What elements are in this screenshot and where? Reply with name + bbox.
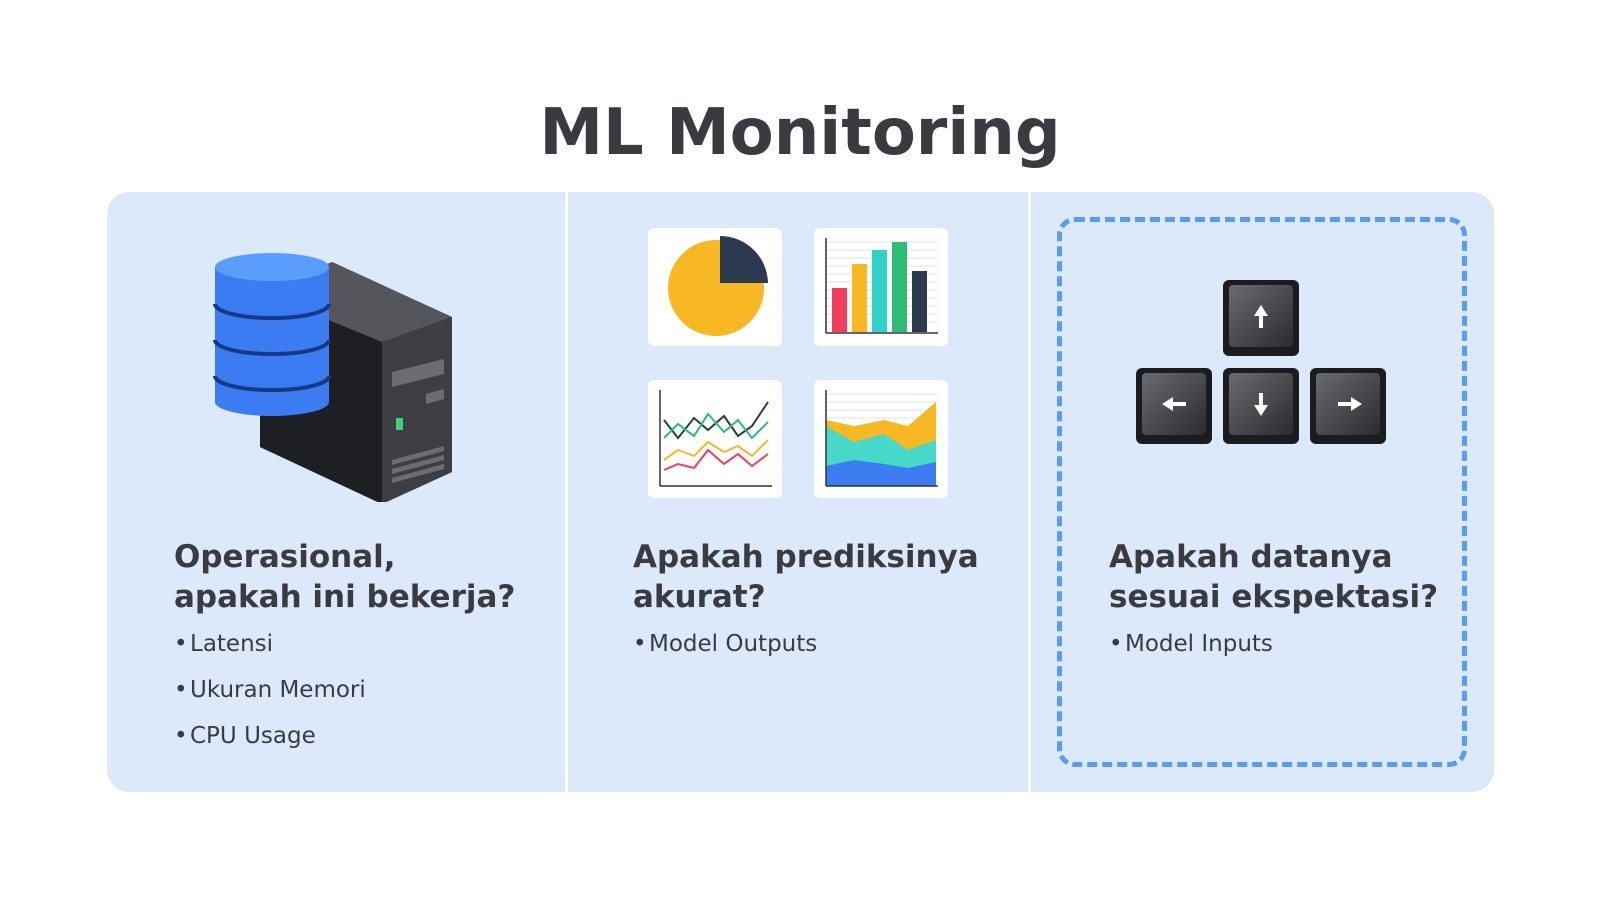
heading-line: sesuai ekspektasi? bbox=[1109, 579, 1439, 615]
list-item: •Ukuran Memori bbox=[174, 677, 366, 703]
panel-heading: Apakah datanya sesuai ekspektasi? bbox=[1109, 537, 1489, 617]
panel-inputs: Apakah datanya sesuai ekspektasi? •Model… bbox=[1031, 192, 1494, 792]
bullet-list: •Model Outputs bbox=[633, 630, 817, 676]
bar-chart-icon bbox=[814, 228, 948, 346]
page-title: ML Monitoring bbox=[539, 96, 1061, 170]
list-item: •CPU Usage bbox=[174, 723, 316, 749]
panel-heading: Apakah prediksinya akurat? bbox=[633, 537, 1013, 617]
server-database-icon bbox=[212, 222, 472, 504]
bullet-list: •Latensi •Ukuran Memori •CPU Usage bbox=[174, 630, 366, 768]
charts-icon bbox=[648, 228, 948, 498]
pie-chart-icon bbox=[648, 228, 782, 346]
area-chart-icon bbox=[814, 380, 948, 498]
arrow-right-key-icon bbox=[1310, 368, 1386, 444]
arrow-left-key-icon bbox=[1136, 368, 1212, 444]
panel-heading: Operasional, apakah ini bekerja? bbox=[174, 537, 554, 617]
bullet-list: •Model Inputs bbox=[1109, 630, 1273, 676]
heading-line: Apakah datanya bbox=[1109, 539, 1393, 575]
heading-line: Apakah prediksinya bbox=[633, 539, 979, 575]
arrow-down-key-icon bbox=[1223, 368, 1299, 444]
panel-row: Operasional, apakah ini bekerja? •Latens… bbox=[107, 192, 1494, 792]
list-item: •Model Outputs bbox=[633, 631, 818, 657]
heading-line: Operasional, bbox=[174, 539, 396, 575]
arrow-up-key-icon bbox=[1223, 280, 1299, 356]
arrow-keys-icon bbox=[1136, 280, 1396, 460]
dashed-highlight-box bbox=[1057, 217, 1467, 767]
panel-operational: Operasional, apakah ini bekerja? •Latens… bbox=[107, 192, 565, 792]
panel-predictions: Apakah prediksinya akurat? •Model Output… bbox=[568, 192, 1028, 792]
list-item: •Latensi bbox=[174, 631, 274, 657]
heading-line: apakah ini bekerja? bbox=[174, 579, 516, 615]
line-chart-icon bbox=[648, 380, 782, 498]
list-item: •Model Inputs bbox=[1109, 631, 1273, 657]
heading-line: akurat? bbox=[633, 579, 766, 615]
